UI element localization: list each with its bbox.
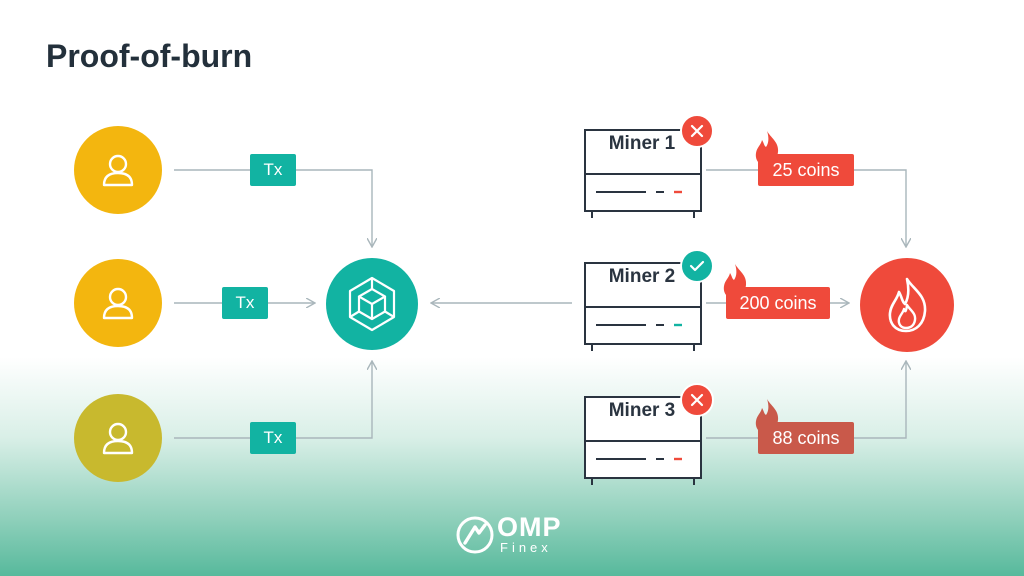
server-icon [584, 129, 702, 218]
user-icon [102, 287, 134, 320]
user-node-3 [74, 394, 162, 482]
link-tx3-chain [296, 362, 372, 439]
tx-box-2: Tx [222, 287, 268, 319]
miner-label: Miner 1 [608, 133, 676, 154]
link-burn3-fire [854, 362, 906, 439]
user-node-1 [74, 126, 162, 214]
tx-box-1: Tx [250, 154, 296, 186]
logo-subtitle: Finex [500, 540, 552, 555]
server-icon [584, 396, 702, 485]
selected-badge-miner-2 [680, 249, 714, 283]
close-icon [690, 393, 704, 407]
link-burn1-fire [854, 169, 906, 246]
fire-icon [888, 277, 927, 333]
user-icon [102, 422, 134, 455]
page-title: Proof-of-burn [46, 38, 253, 74]
blockchain-node [326, 258, 418, 350]
close-icon [690, 124, 704, 138]
check-icon [689, 260, 705, 272]
user-icon [102, 154, 134, 187]
omp-finex-logo: OMP Finex [456, 512, 576, 558]
miner-label: Miner 3 [608, 400, 676, 421]
burn-node [860, 258, 954, 352]
rejected-badge-miner-3 [680, 383, 714, 417]
logo-name: OMP [497, 512, 562, 542]
miner-node-3: Miner 3 [582, 393, 706, 485]
rejected-badge-miner-1 [680, 114, 714, 148]
cube-icon [348, 276, 396, 332]
link-tx1-chain [296, 169, 372, 246]
omp-logo-icon [456, 516, 494, 554]
server-icon [584, 262, 702, 351]
burn-amount-miner-3: 88 coins [758, 422, 854, 454]
user-node-2 [74, 259, 162, 347]
miner-node-2: Miner 2 [582, 259, 706, 351]
miner-label: Miner 2 [608, 266, 676, 287]
burn-amount-miner-2: 200 coins [726, 287, 830, 319]
miner-node-1: Miner 1 [582, 126, 706, 218]
tx-box-3: Tx [250, 422, 296, 454]
burn-amount-miner-1: 25 coins [758, 154, 854, 186]
